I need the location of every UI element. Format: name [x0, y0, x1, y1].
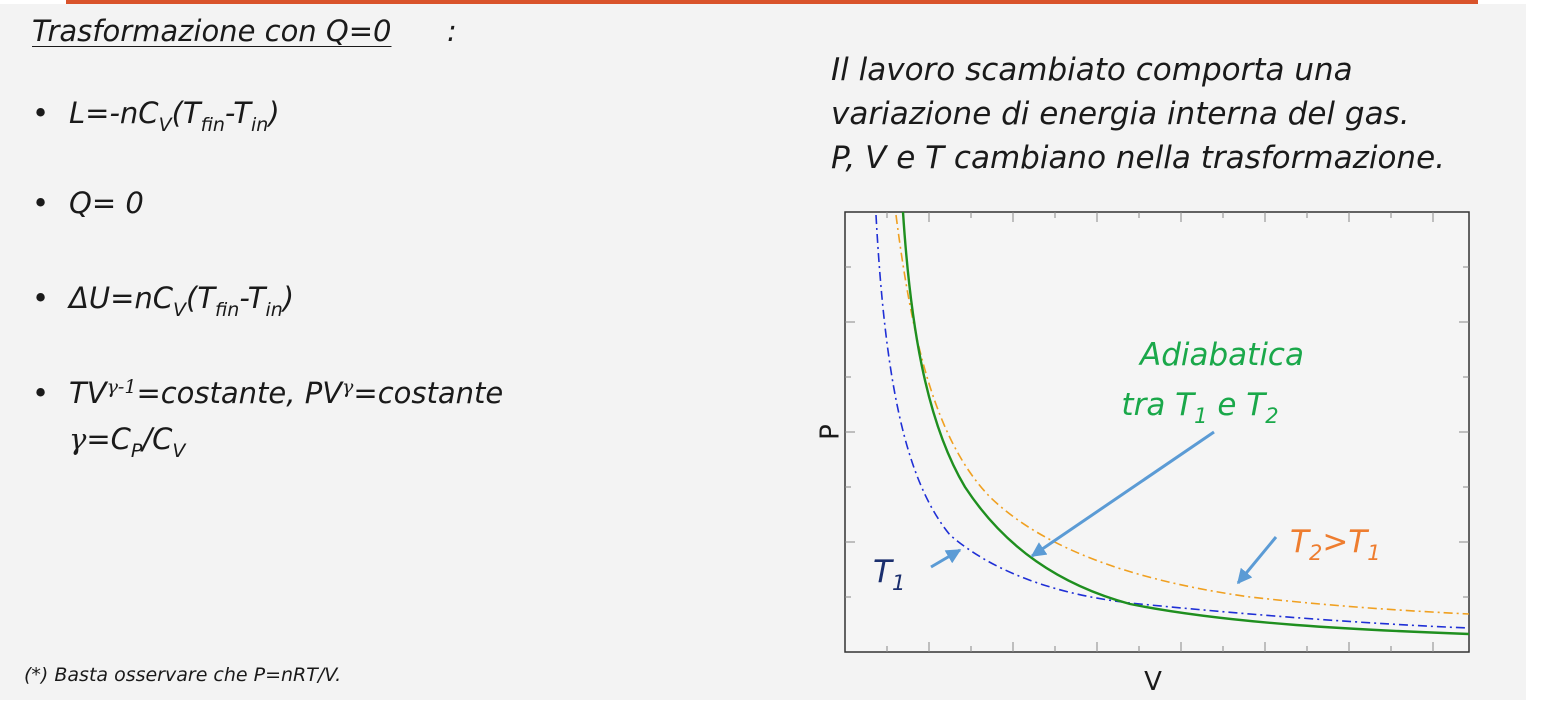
- bullet-dot: •: [32, 96, 50, 130]
- energy-sub-v: V: [173, 299, 186, 321]
- energy-mid2: -T: [239, 281, 266, 315]
- work-sub-in: in: [251, 114, 269, 136]
- t1-arrow: [930, 548, 962, 569]
- y-axis-label: P: [816, 424, 846, 440]
- x-ticks: [886, 212, 1434, 652]
- adiabatic-label-line1: Adiabatica: [1138, 337, 1304, 373]
- adiabatic-arrow: [1030, 430, 1215, 558]
- t2-label: T2>T1: [1290, 524, 1381, 565]
- energy-text: ΔU=nC: [69, 281, 173, 315]
- gamma-eq-c: =C: [86, 422, 131, 456]
- explanation-line: P, V e T cambiano nella trasformazione.: [831, 140, 1445, 176]
- heat-text: Q= 0: [69, 186, 144, 220]
- work-sub-v: V: [158, 114, 172, 136]
- isotherm-t2-curve: [895, 214, 1469, 615]
- laws-exp-gamma-minus-1: γ-1: [106, 376, 137, 398]
- explanation-line: Il lavoro scambiato comporta una: [831, 52, 1353, 88]
- gamma-div-c: /C: [142, 422, 173, 456]
- bullet-dot: •: [32, 281, 50, 315]
- footnote: (*) Basta osservare che P=nRT/V.: [24, 664, 342, 686]
- laws-const: =costante: [353, 376, 504, 410]
- t1-label-sub: 1: [892, 571, 905, 595]
- plot-frame: [844, 211, 1470, 653]
- laws-tv: TV: [69, 376, 107, 410]
- bullet-dot: •: [32, 186, 50, 220]
- t2-label-sub-t1: 1: [1367, 541, 1380, 565]
- energy-sub-in: in: [265, 299, 283, 321]
- adiabatic-label-sub1: 1: [1194, 404, 1207, 428]
- t1-label-t: T: [873, 554, 894, 590]
- energy-sub-fin: fin: [215, 299, 240, 321]
- energy-end: ): [282, 281, 295, 315]
- y-ticks: [845, 266, 1469, 598]
- x-axis-label: V: [1144, 667, 1162, 697]
- adiabatic-label-e: e T: [1207, 387, 1267, 423]
- work-mid1: (T: [171, 96, 201, 130]
- work-mid2: -T: [224, 96, 251, 130]
- isotherm-t1-curve: [875, 214, 1469, 629]
- t1-label: T1: [873, 554, 905, 595]
- work-text: L=-nC: [69, 96, 159, 130]
- explanation-text: Il lavoro scambiato comporta una variazi…: [831, 48, 1445, 180]
- work-end: ): [268, 96, 280, 130]
- energy-mid1: (T: [186, 281, 216, 315]
- t2-arrow: [1236, 536, 1278, 585]
- laws-exp-gamma: γ: [342, 376, 354, 398]
- top-rule: [66, 0, 1478, 4]
- work-sub-fin: fin: [200, 114, 225, 136]
- gamma-sub-p: P: [130, 440, 143, 462]
- heading-colon: :: [447, 14, 457, 48]
- gamma-symbol: γ: [69, 422, 87, 456]
- adiabatic-curve: [901, 212, 1469, 636]
- adiabatic-label-line2: tra T1 e T2: [1121, 387, 1278, 428]
- laws-const-pv: =costante, PV: [136, 376, 343, 410]
- t2-label-t: T: [1290, 524, 1311, 560]
- t2-label-sub: 2: [1309, 541, 1322, 565]
- adiabatic-label-sub2: 2: [1265, 404, 1278, 428]
- slide-heading: Trasformazione con Q=0: [32, 14, 392, 48]
- t2-label-gt: >T: [1322, 524, 1369, 560]
- explanation-line: variazione di energia interna del gas.: [831, 96, 1410, 132]
- adiabatic-label-tra: tra T: [1121, 387, 1196, 423]
- gamma-sub-v: V: [172, 440, 186, 462]
- bullet-dot: •: [32, 376, 50, 410]
